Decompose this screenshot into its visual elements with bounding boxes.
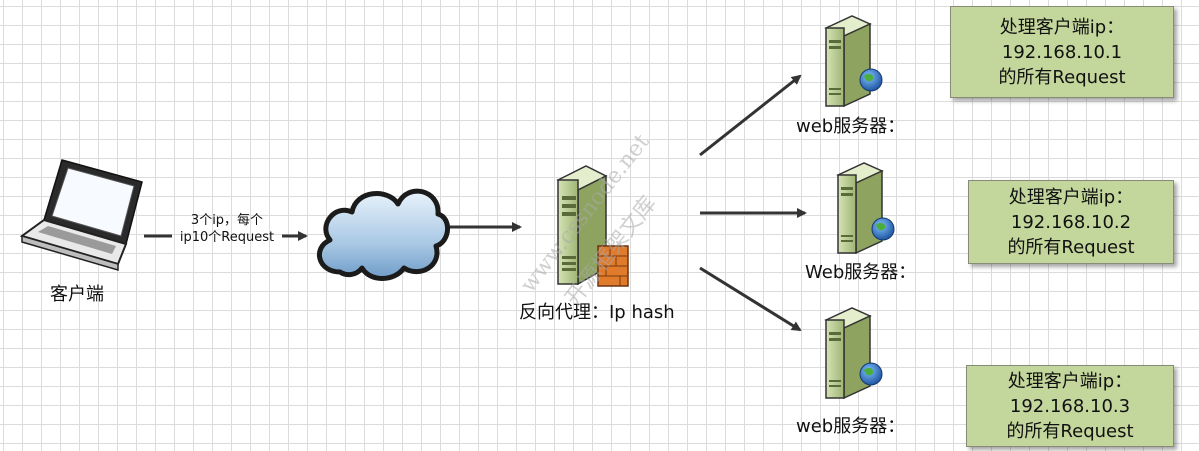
proxy-server-icon [556, 165, 608, 286]
arrow-proxy-to-server-3 [699, 266, 802, 332]
note-2-line3: 的所有Request [1007, 236, 1135, 258]
globe-icon [859, 362, 883, 386]
note-server-1: 处理客户端ip： 192.168.10.1 的所有Request [950, 6, 1174, 98]
note-server-3: 处理客户端ip： 192.168.10.3 的所有Request [966, 365, 1174, 447]
arrow-proxy-to-server-1 [699, 74, 802, 157]
note-2-line2: 192.168.10.2 [1010, 211, 1132, 233]
globe-icon [859, 68, 883, 92]
web-server-3-icon [824, 307, 872, 400]
note-1-line3: 的所有Request [998, 66, 1126, 88]
note-3-line1: 处理客户端ip： [1007, 370, 1133, 392]
firewall-icon [597, 245, 629, 287]
proxy-label: 反向代理：Ip hash [519, 302, 675, 323]
note-2-line1: 处理客户端ip： [1008, 186, 1134, 208]
laptop-icon [19, 159, 143, 271]
edge-label-line2: ip10个Request [179, 230, 275, 245]
server-3-label: web服务器： [796, 416, 906, 437]
server-1-label: web服务器： [796, 116, 906, 137]
web-server-2-icon [836, 162, 884, 255]
web-server-1-icon [824, 15, 872, 108]
server-2-label: Web服务器： [805, 262, 917, 283]
cloud-icon [317, 188, 450, 281]
note-1-line2: 192.168.10.1 [1001, 41, 1123, 63]
globe-icon [871, 217, 895, 241]
client-label: 客户端 [50, 284, 104, 305]
note-3-line3: 的所有Request [1006, 420, 1134, 442]
edge-label-line1: 3个ip，每个 [190, 213, 264, 228]
note-3-line2: 192.168.10.3 [1009, 395, 1131, 417]
edge-label: 3个ip，每个 ip10个Request [170, 212, 284, 246]
note-server-2: 处理客户端ip： 192.168.10.2 的所有Request [968, 180, 1174, 264]
note-1-line1: 处理客户端ip： [999, 16, 1125, 38]
